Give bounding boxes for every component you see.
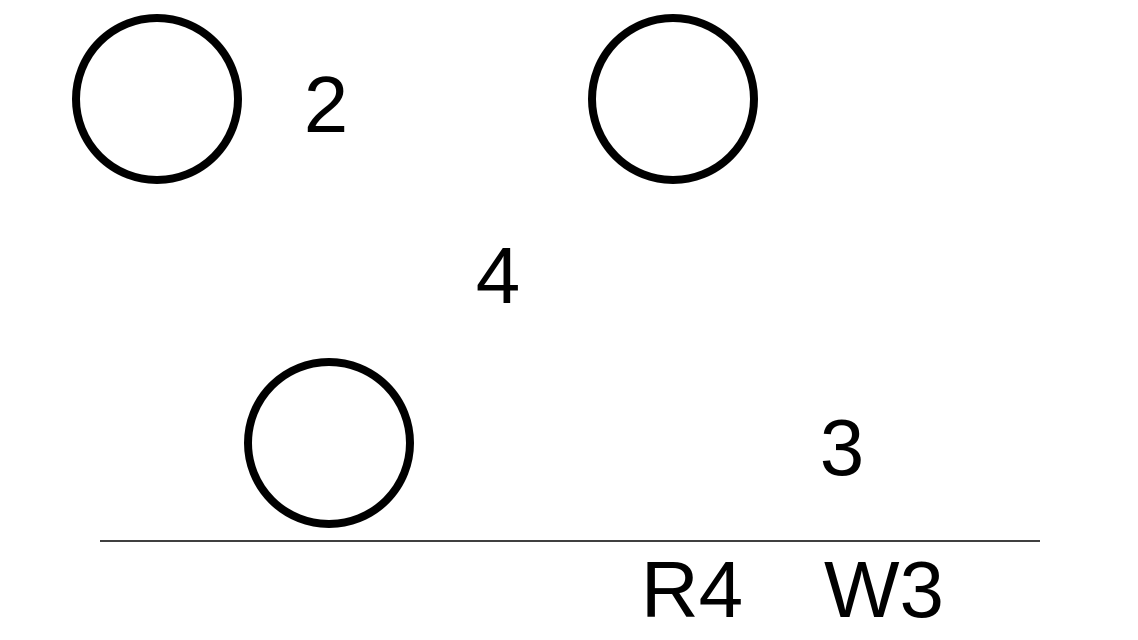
circle-top-left	[72, 14, 242, 184]
number-bottom-right: 3	[820, 403, 865, 492]
number-top: 2	[304, 60, 349, 149]
footer-label-left: R4	[641, 545, 743, 634]
footer-label-right: W3	[824, 545, 944, 634]
number-middle: 4	[476, 231, 521, 320]
circle-bottom-left	[244, 358, 414, 528]
circle-top-right	[588, 14, 758, 184]
